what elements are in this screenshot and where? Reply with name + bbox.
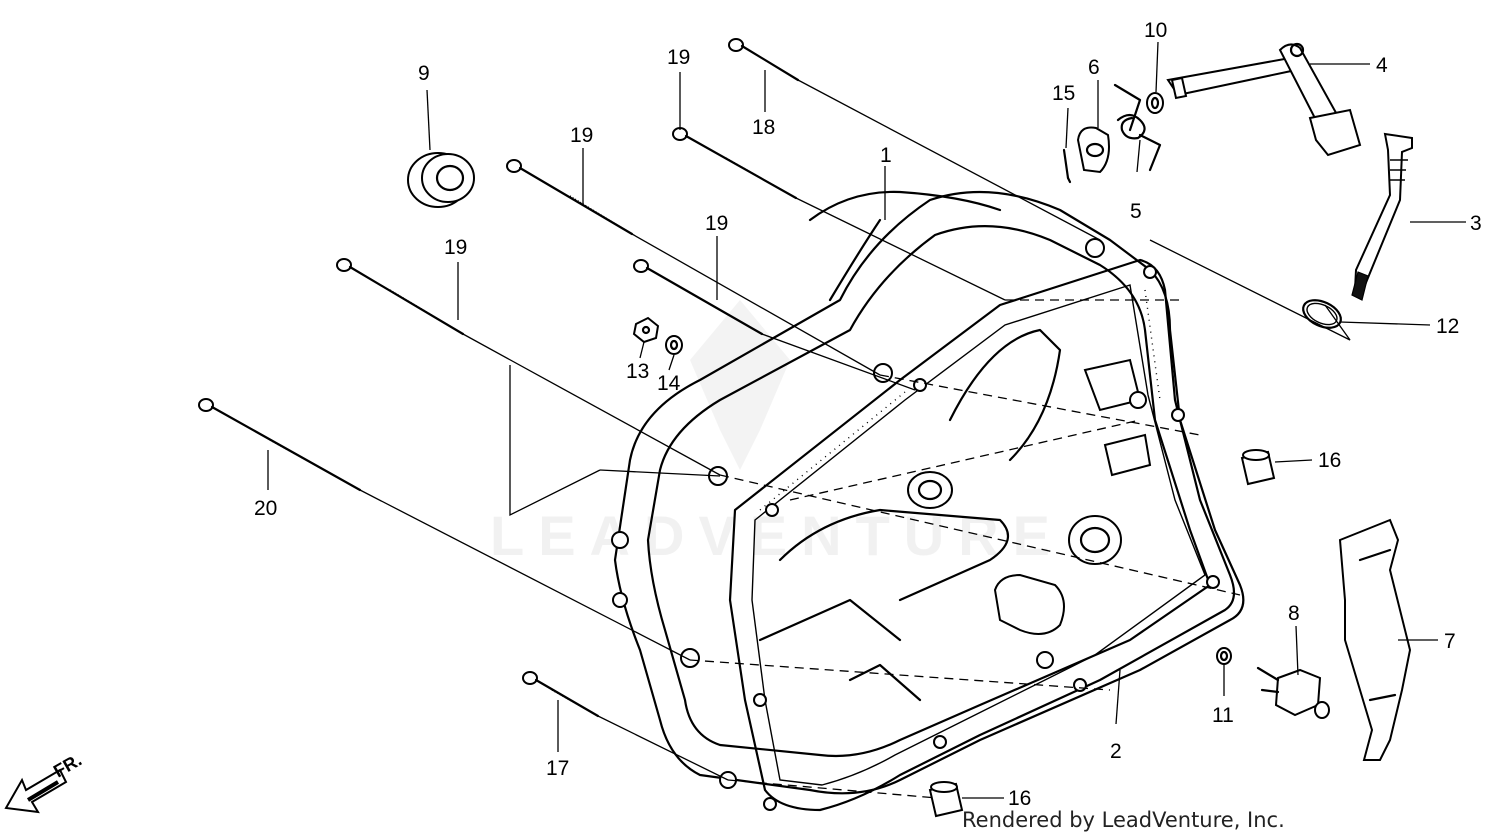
bolt-19-d — [336, 258, 465, 336]
callout-11: 11 — [1212, 704, 1234, 727]
nut-13 — [632, 316, 660, 344]
callout-16-lower: 16 — [1008, 787, 1031, 810]
collar-6 — [1076, 126, 1110, 174]
neutral-switch — [1256, 666, 1330, 719]
callout-7: 7 — [1444, 630, 1456, 653]
callout-1: 1 — [880, 144, 892, 167]
render-credit: Rendered by LeadVenture, Inc. — [962, 808, 1285, 832]
washer-14 — [665, 335, 683, 355]
callout-9: 9 — [418, 62, 430, 85]
crankcase-cover-gasket — [728, 258, 1236, 812]
bolt-20 — [198, 398, 362, 492]
bolt-17 — [522, 671, 600, 718]
callout-5: 5 — [1130, 200, 1142, 223]
cover-plate-7 — [1338, 518, 1412, 761]
callout-labels: 1 2 3 4 5 6 7 8 9 10 11 12 13 14 15 16 1… — [254, 19, 1482, 810]
callout-10: 10 — [1144, 19, 1167, 42]
bolt-18 — [728, 38, 800, 82]
o-ring-12 — [1302, 299, 1342, 329]
front-arrow-icon: FR. — [4, 750, 85, 814]
oil-dipstick — [1351, 132, 1413, 301]
callout-19-b: 19 — [570, 124, 593, 147]
washer-11 — [1216, 647, 1232, 665]
callout-19-d: 19 — [444, 236, 467, 259]
dowel-pin-16-upper — [1240, 449, 1276, 486]
callout-3: 3 — [1470, 212, 1482, 235]
bolt-19-b — [506, 159, 634, 236]
callout-20: 20 — [254, 497, 277, 520]
return-spring — [1113, 83, 1162, 172]
callout-12: 12 — [1436, 315, 1459, 338]
oil-seal — [407, 152, 475, 208]
washer-10 — [1146, 92, 1164, 114]
callout-leaders — [267, 41, 1466, 799]
callout-18: 18 — [752, 116, 775, 139]
callout-19-a: 19 — [667, 46, 690, 69]
callout-16-upper: 16 — [1318, 449, 1341, 472]
dowel-pin-16-lower — [928, 781, 964, 818]
callout-15: 15 — [1052, 82, 1075, 105]
callout-8: 8 — [1288, 602, 1300, 625]
callout-4: 4 — [1376, 54, 1388, 77]
bolt-19-a — [672, 127, 798, 200]
callout-19-c: 19 — [705, 212, 728, 235]
callout-6: 6 — [1088, 56, 1100, 79]
callout-14: 14 — [657, 372, 681, 395]
pin-15 — [1062, 148, 1072, 184]
bolt-19-c — [633, 259, 764, 336]
callout-17: 17 — [546, 757, 569, 780]
arm-shaft-4 — [1166, 42, 1362, 157]
callout-2: 2 — [1110, 740, 1122, 763]
right-crankcase-cover — [611, 190, 1245, 795]
callout-13: 13 — [626, 360, 649, 383]
alignment-lines — [359, 79, 1351, 801]
